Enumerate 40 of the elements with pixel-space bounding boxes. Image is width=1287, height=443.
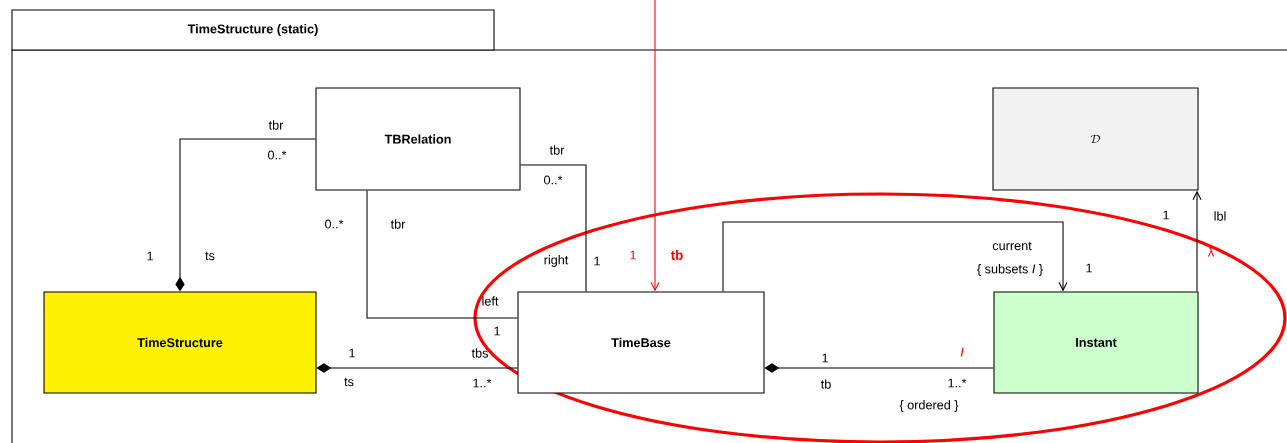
association-end-label: 0..*	[268, 150, 287, 160]
arrow	[722, 221, 1068, 292]
class-box: TimeStructure	[43, 291, 317, 394]
association-end-label: 1	[147, 251, 153, 261]
association-end-label: 0..*	[544, 175, 563, 185]
association-end-label: tbs	[471, 348, 488, 358]
association-end-label: right	[544, 255, 569, 267]
class-box: Instant	[993, 291, 1199, 394]
association-end-label: 1	[630, 250, 636, 260]
association-end-label: I	[960, 347, 964, 357]
association-end-label: left	[482, 296, 499, 306]
association-end-label: tbr	[549, 145, 565, 155]
association-end-label: 1..*	[473, 378, 492, 388]
association-end-label: 1	[349, 348, 355, 358]
association-end-label: tb	[670, 250, 683, 260]
association-end-label: 1..*	[948, 378, 967, 388]
association-end-label: 1	[594, 256, 600, 266]
class-box: TimeBase	[517, 291, 765, 394]
association-line	[366, 190, 518, 319]
class-box: TBRelation	[315, 87, 521, 191]
association-end-label: { ordered }	[899, 400, 959, 412]
association-end-label: current	[992, 241, 1032, 251]
arrow	[650, 0, 660, 292]
association-end-label: 1	[494, 326, 500, 336]
association-end-label: lbl	[1214, 211, 1226, 221]
node-label: TimeStructure (static)	[187, 24, 318, 36]
association-end-label: 0..*	[325, 219, 344, 229]
arrow	[1192, 190, 1202, 292]
class-box: $\mathcal{D}$	[992, 87, 1199, 191]
association-end-label: ts	[205, 251, 215, 261]
association-end-label: { subsets I }	[977, 264, 1043, 276]
association-end-label: tbr	[390, 219, 406, 229]
association-end-label: tbr	[268, 120, 284, 130]
association-end-label: 1	[1086, 263, 1092, 273]
association-line	[520, 164, 587, 292]
association-end-label: ts	[344, 377, 354, 387]
association-end-label: 1	[822, 353, 828, 363]
association-end-label: 1	[1163, 210, 1169, 220]
association-end-label: λ	[1207, 247, 1215, 257]
association-end-label: tb	[820, 379, 831, 389]
